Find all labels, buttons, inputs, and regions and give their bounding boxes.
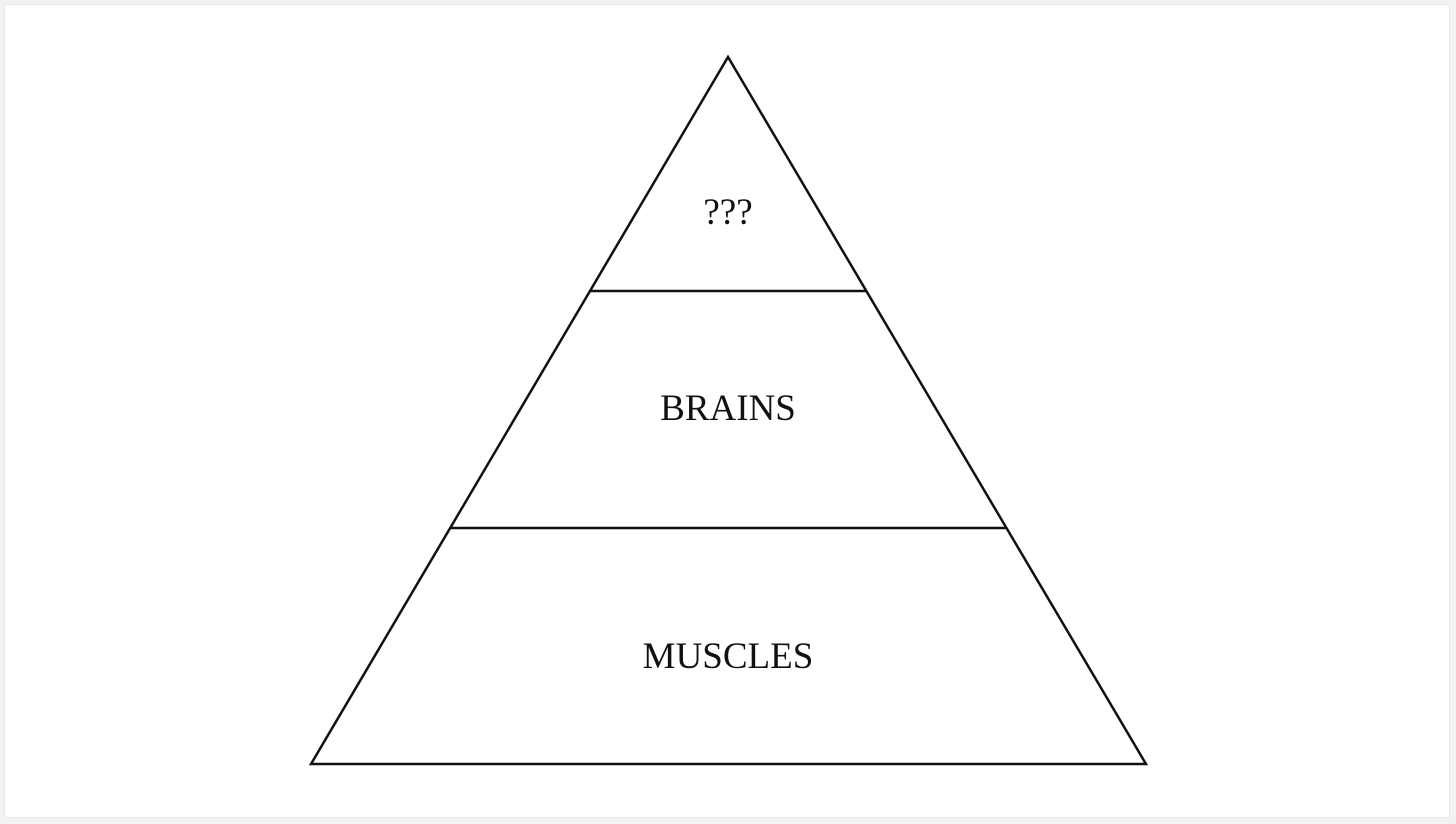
pyramid-outline — [308, 54, 1149, 766]
tier-label-top: ??? — [703, 192, 752, 233]
tier-label-middle: BRAINS — [660, 388, 796, 429]
tier-label-bottom: MUSCLES — [643, 636, 814, 677]
diagram-canvas — [4, 4, 1450, 818]
